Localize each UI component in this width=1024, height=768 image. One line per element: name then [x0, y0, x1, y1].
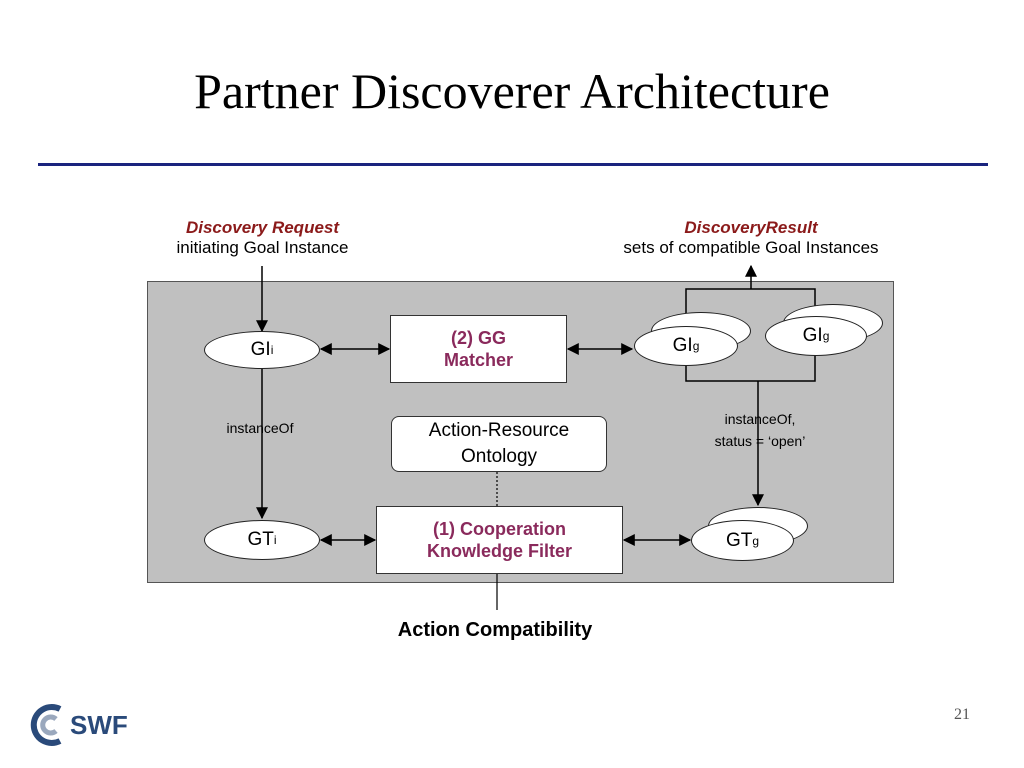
- slide-title: Partner Discoverer Architecture: [194, 63, 830, 119]
- action-compatibility-label: Action Compatibility: [397, 619, 593, 641]
- discovery-request-heading: Discovery Request: [185, 218, 340, 237]
- cooperation-filter-line1: (1) Cooperation: [432, 518, 566, 539]
- gt-i-subscript: i: [273, 533, 277, 547]
- title-divider: [38, 163, 988, 166]
- cooperation-filter-box: (1) Cooperation Knowledge Filter: [376, 506, 623, 574]
- right-instanceof-label: instanceOf, status = ‘open’: [680, 408, 840, 453]
- gi-g-1-label: GI: [672, 335, 693, 356]
- gt-i-label: GT: [247, 529, 274, 550]
- discovery-result-heading: DiscoveryResult: [684, 218, 818, 237]
- swf-logo-text: SWF: [70, 709, 128, 740]
- ontology-box: Action-Resource Ontology: [391, 416, 607, 472]
- gi-g-1-subscript: g: [692, 339, 700, 353]
- gg-matcher-line1: (2) GG: [450, 327, 506, 348]
- gig-bottom-bracket: [685, 352, 816, 382]
- gg-matcher-box: (2) GG Matcher: [390, 315, 567, 383]
- gi-g-2-subscript: g: [822, 329, 830, 343]
- discovery-result-subtitle: sets of compatible Goal Instances: [623, 238, 879, 257]
- right-instanceof-line1: instanceOf,: [724, 411, 796, 427]
- gt-g-subscript: g: [752, 533, 760, 548]
- discovery-request-label: Discovery Request initiating Goal Instan…: [150, 218, 375, 258]
- gi-i-subscript: i: [270, 343, 274, 357]
- discovery-request-subtitle: initiating Goal Instance: [176, 238, 349, 257]
- page-number: 21: [954, 706, 970, 723]
- gt-g-label: GT: [725, 529, 753, 551]
- cooperation-filter-line2: Knowledge Filter: [426, 541, 572, 561]
- gi-g-2-label: GI: [802, 325, 823, 346]
- left-instanceof-label: instanceOf: [226, 420, 294, 436]
- swf-logo: SWF: [30, 700, 140, 750]
- gg-matcher-line2: Matcher: [443, 350, 514, 370]
- discovery-result-label: DiscoveryResult sets of compatible Goal …: [590, 218, 912, 258]
- gi-i-label: GI: [250, 339, 271, 360]
- ontology-line1: Action-Resource: [428, 420, 570, 442]
- right-instanceof-line2: status = ‘open’: [714, 433, 806, 450]
- ontology-line2: Ontology: [460, 446, 538, 467]
- swf-logo-icon: [30, 704, 62, 746]
